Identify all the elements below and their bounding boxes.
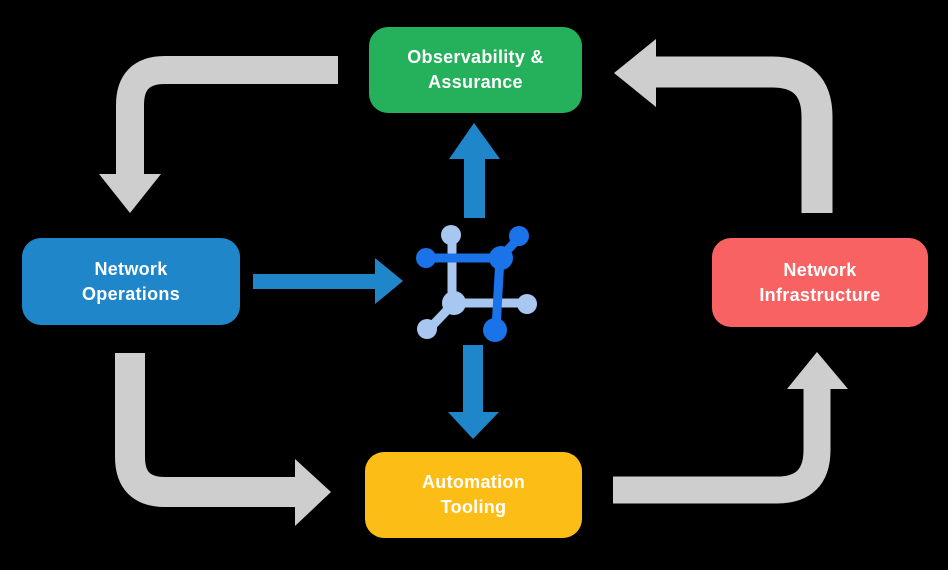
cycle-arrow-observability-to-operations: [99, 56, 338, 213]
arrowhead-right-icon: [295, 459, 331, 526]
node-observability-assurance: Observability & Assurance: [369, 27, 582, 113]
arrowhead-left-icon: [614, 39, 656, 107]
cycle-arrow-infrastructure-to-observability: [614, 39, 833, 213]
network-mesh-icon-light-part: [417, 225, 537, 339]
node-label: Network Operations: [81, 258, 181, 304]
arrow-up-icon: [449, 123, 500, 218]
arrowhead-down-icon: [99, 174, 161, 213]
cycle-arrow-shaft: [613, 389, 831, 504]
flow-arrow-center-to-automation: [448, 345, 499, 439]
cycle-arrow-operations-to-automation: [115, 353, 331, 526]
node-label: Observability & Assurance: [407, 47, 544, 92]
arrow-right-icon: [253, 258, 403, 304]
cycle-arrow-automation-to-infrastructure: [613, 352, 848, 504]
node-network-infrastructure: Network Infrastructure: [712, 238, 928, 327]
flow-arrow-operations-to-center: [253, 258, 403, 304]
network-mesh-icon-dark-part: [416, 226, 529, 342]
cycle-arrow-shaft: [116, 56, 338, 174]
arrow-down-icon: [448, 345, 499, 439]
network-mesh-icon: [416, 225, 537, 342]
flow-arrow-center-to-observability: [449, 123, 500, 218]
arrowhead-up-icon: [787, 352, 848, 389]
node-automation-tooling: Automation Tooling: [365, 452, 582, 538]
cycle-arrow-shaft: [656, 56, 833, 213]
cycle-arrow-shaft: [115, 353, 295, 507]
node-label: Automation Tooling: [422, 472, 525, 517]
node-label: Network Infrastructure: [759, 259, 881, 305]
node-network-operations: Network Operations: [22, 238, 240, 325]
